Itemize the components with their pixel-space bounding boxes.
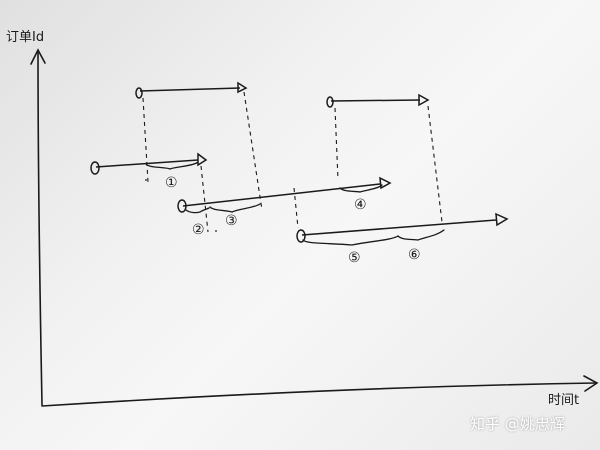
arrowhead-icon	[197, 152, 208, 167]
interval-d	[177, 176, 392, 213]
circle-marker-icon	[177, 199, 187, 213]
interval-c	[90, 152, 208, 175]
arrowhead-icon	[379, 176, 392, 190]
circle-marker-icon	[326, 96, 334, 108]
y-axis-line	[37, 51, 43, 406]
segment-label-5: ⑤	[348, 250, 361, 266]
brace-4	[339, 184, 383, 193]
brace-6	[397, 229, 445, 241]
y-axis-label: 订单Id	[6, 30, 44, 45]
brace-2	[185, 207, 210, 214]
pen-dots	[145, 179, 217, 232]
segment-label-4: ④	[354, 197, 367, 213]
arrowhead-icon	[418, 93, 430, 107]
interval-a	[135, 81, 248, 99]
interval-e	[296, 212, 509, 243]
y-axis-arrow-icon	[30, 48, 46, 65]
segment-label-3: ③	[225, 213, 238, 229]
arrowhead-icon	[237, 81, 248, 94]
x-axis-arrow-icon	[583, 375, 599, 392]
x-axis-line	[41, 382, 597, 407]
brace-1	[145, 161, 199, 170]
segment-label-6: ⑥	[408, 247, 421, 263]
watermark-text: 知乎 @姚忠辉	[470, 415, 565, 433]
brace-5	[302, 235, 399, 246]
segment-braces	[145, 161, 445, 246]
circle-marker-icon	[135, 87, 143, 99]
segment-label-2: ②	[192, 222, 205, 238]
segment-label-1: ①	[165, 175, 178, 191]
brace-3	[209, 203, 261, 213]
circle-marker-icon	[90, 161, 100, 175]
interval-b	[326, 93, 430, 108]
x-axis-label: 时间t	[548, 393, 579, 408]
dashed-projections	[142, 91, 443, 233]
axes	[30, 48, 599, 407]
circle-marker-icon	[296, 229, 306, 243]
arrowhead-icon	[495, 212, 509, 227]
